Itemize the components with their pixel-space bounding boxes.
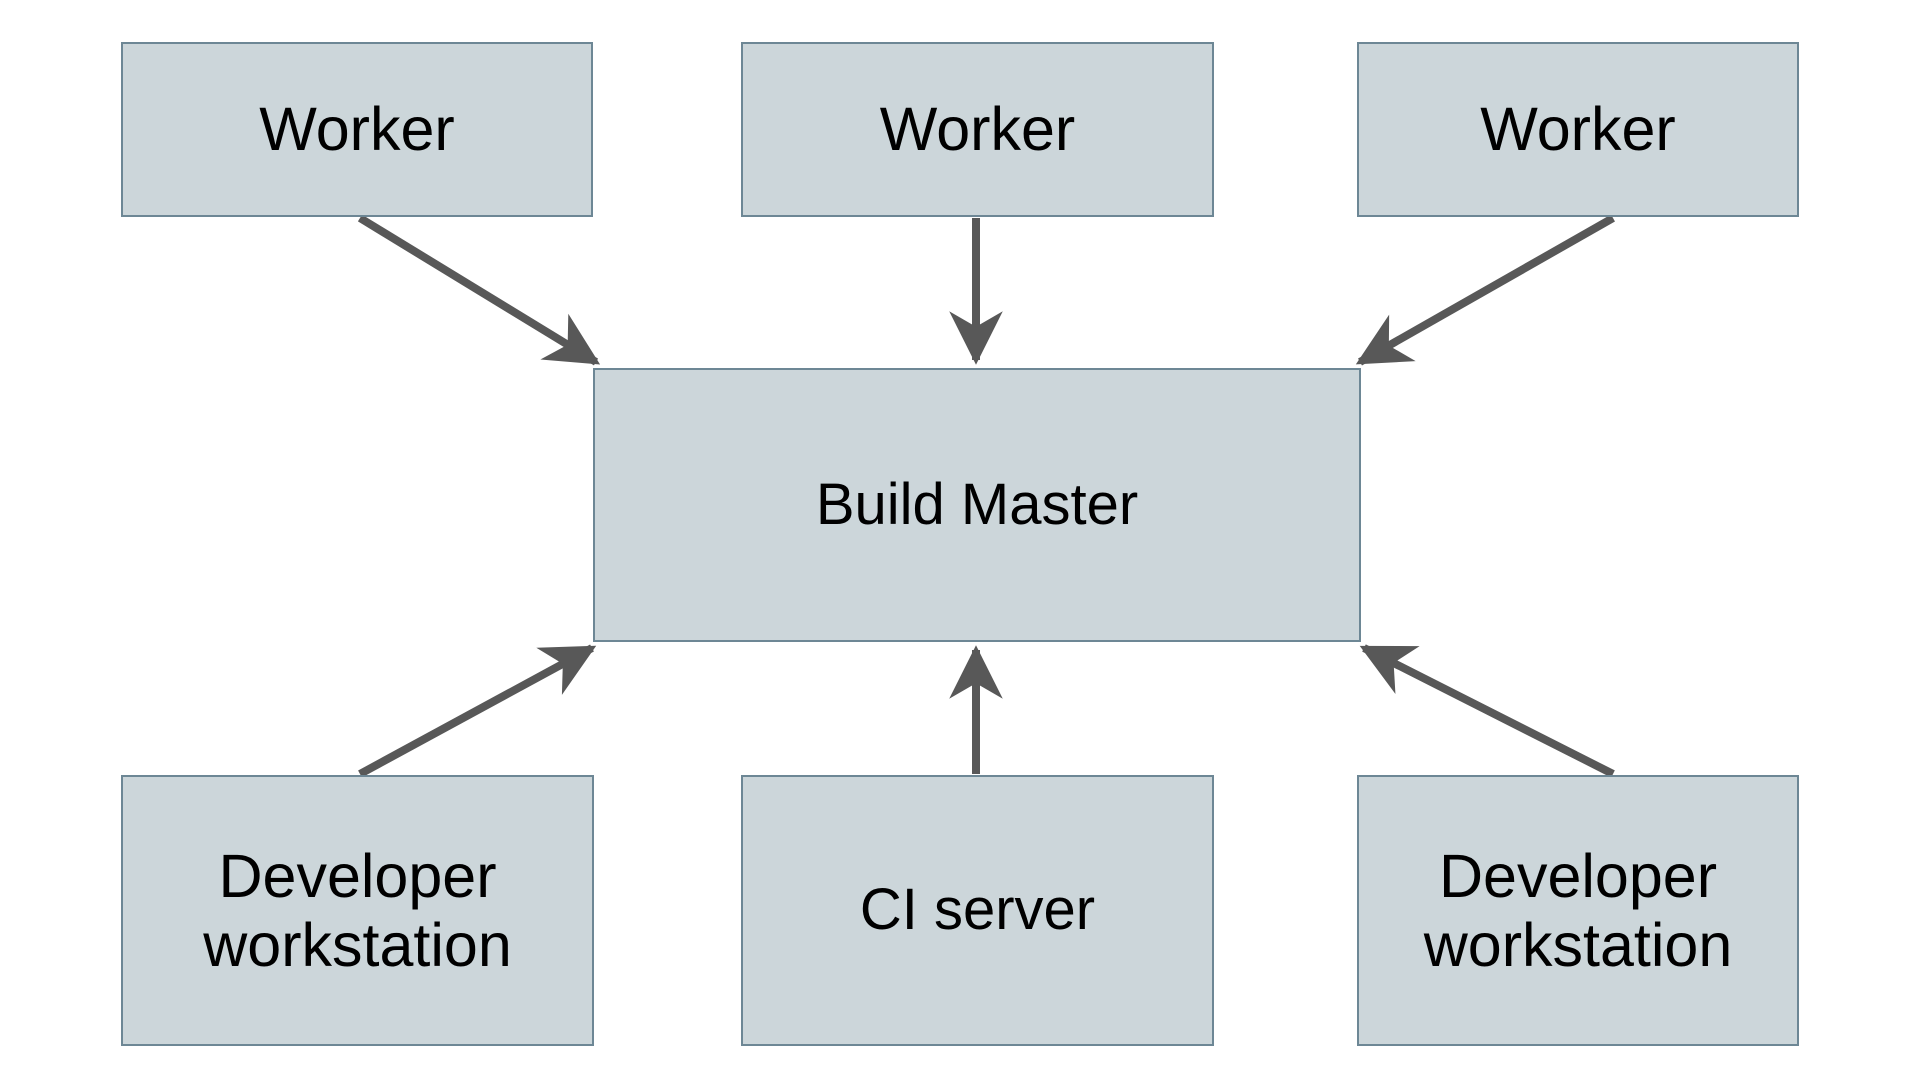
- node-worker-right-label: Worker: [1480, 95, 1676, 164]
- node-build-master[interactable]: Build Master: [593, 368, 1361, 642]
- node-worker-left[interactable]: Worker: [121, 42, 593, 217]
- edge-dev-left-to-master: [358, 644, 597, 778]
- node-ci-server-label: CI server: [859, 877, 1096, 943]
- node-developer-workstation-left[interactable]: Developer workstation: [121, 775, 594, 1046]
- edge-worker-left-to-master: [357, 214, 601, 366]
- node-developer-workstation-left-label: Developer workstation: [203, 842, 512, 979]
- node-developer-workstation-right-label: Developer workstation: [1423, 842, 1733, 979]
- node-worker-middle[interactable]: Worker: [741, 42, 1214, 217]
- node-build-master-label: Build Master: [815, 471, 1139, 537]
- node-developer-workstation-right[interactable]: Developer workstation: [1357, 775, 1799, 1046]
- node-ci-server[interactable]: CI server: [741, 775, 1214, 1046]
- node-worker-middle-label: Worker: [879, 95, 1076, 164]
- node-worker-left-label: Worker: [259, 95, 455, 164]
- edge-dev-right-to-master: [1359, 644, 1615, 778]
- node-worker-right[interactable]: Worker: [1357, 42, 1799, 217]
- edge-worker-right-to-master: [1355, 214, 1615, 366]
